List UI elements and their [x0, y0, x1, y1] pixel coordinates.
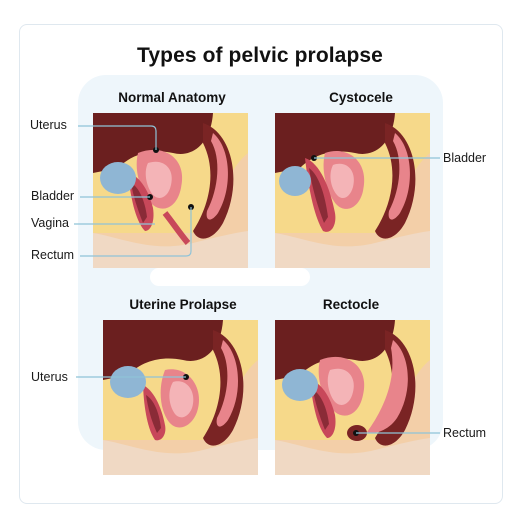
normal-anatomy-illustration: [93, 113, 248, 268]
center-divider: [150, 268, 310, 286]
label-p1-rectum: Rectum: [31, 248, 75, 262]
uterine-prolapse-illustration: [103, 320, 258, 475]
panel-title-uterine-prolapse: Uterine Prolapse: [129, 297, 237, 312]
leader-line-p1-uterus: [78, 125, 157, 150]
panel-title-rectocle: Rectocle: [322, 297, 380, 312]
label-p4-rectum: Rectum: [443, 426, 487, 440]
page-title: Types of pelvic prolapse: [137, 44, 383, 67]
panel-title-normal-anatomy: Normal Anatomy: [118, 90, 226, 105]
label-p1-vagina: Vagina: [31, 216, 69, 230]
label-p1-bladder: Bladder: [31, 189, 75, 203]
panel-title-cystocele: Cystocele: [329, 90, 393, 105]
label-p3-uterus: Uterus: [31, 370, 68, 384]
rectocle-illustration: [275, 320, 430, 475]
label-p1-uterus: Uterus: [30, 118, 67, 132]
leader-line-p1-rectum: [80, 207, 192, 257]
cystocele-illustration: [275, 113, 430, 268]
label-p2-bladder: Bladder: [443, 151, 487, 165]
